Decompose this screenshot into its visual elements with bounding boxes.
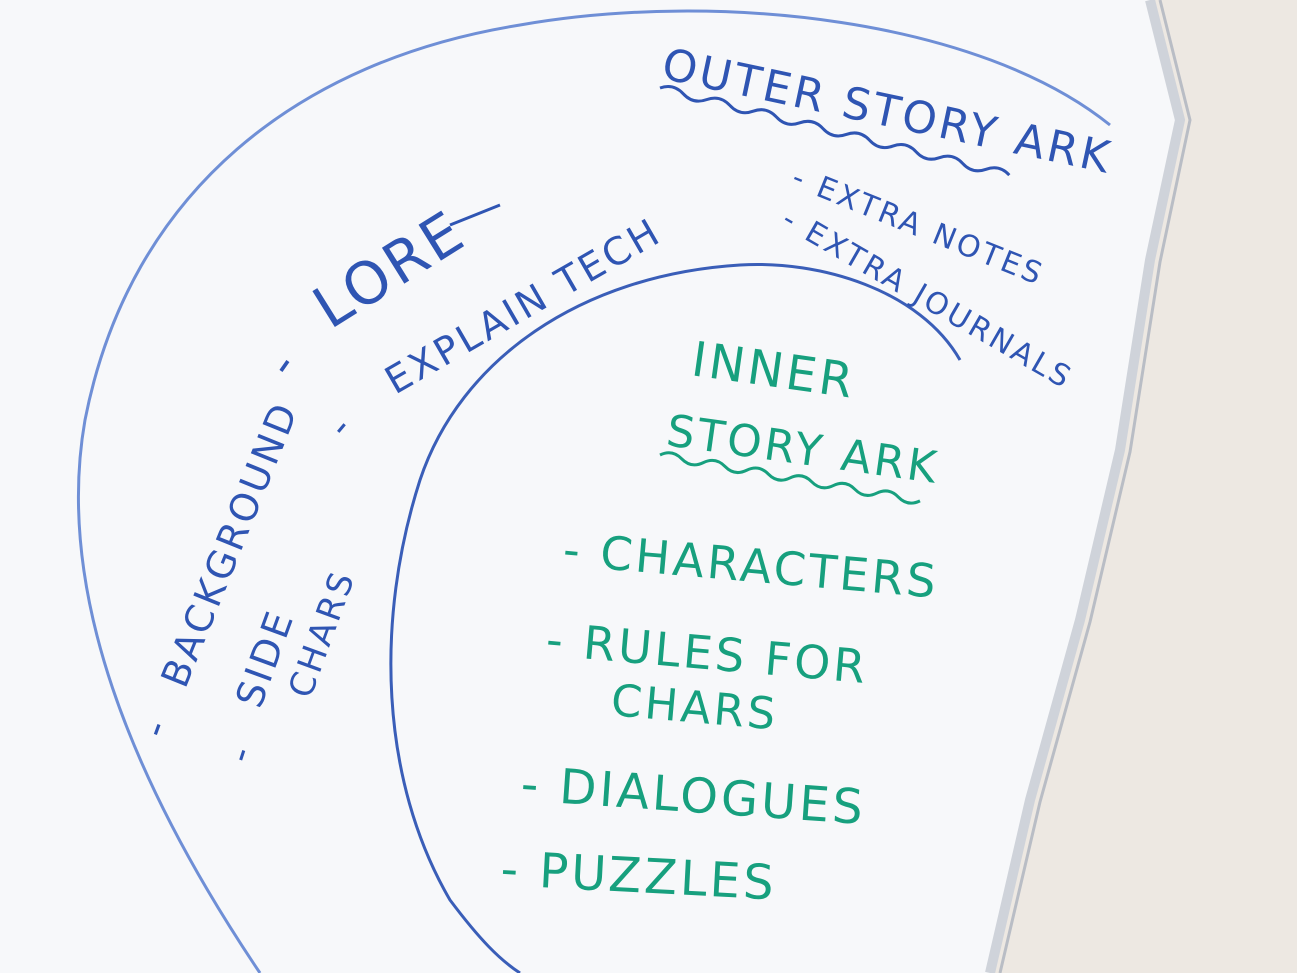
inner-circle xyxy=(389,262,962,973)
outer-circle xyxy=(76,9,1111,973)
outer-title-underline xyxy=(659,85,1011,177)
whiteboard-frame xyxy=(985,0,1186,973)
lore-underline xyxy=(449,203,501,227)
inner-title-underline xyxy=(659,451,921,505)
whiteboard xyxy=(0,0,1180,973)
